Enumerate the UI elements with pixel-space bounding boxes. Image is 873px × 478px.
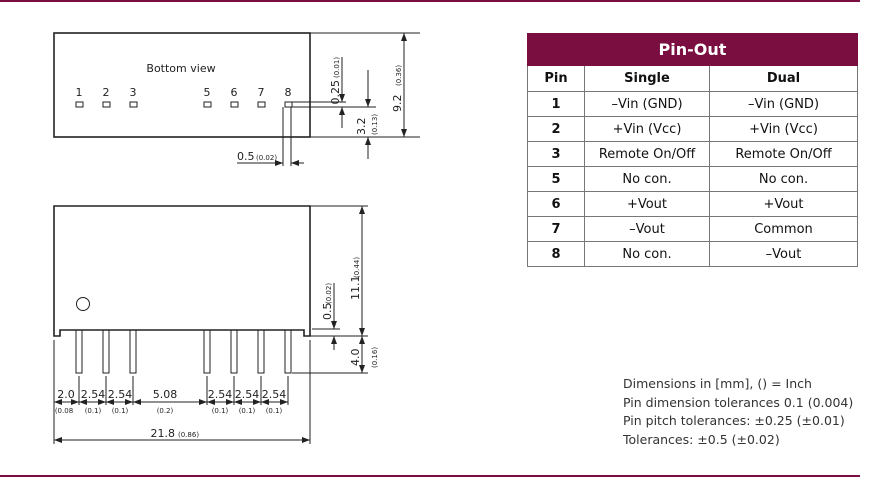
dual-cell: Common [709, 216, 858, 242]
table-row: 1–Vin (GND)–Vin (GND) [527, 91, 858, 117]
dual-cell: –Vout [709, 241, 858, 267]
pin-pads [75, 101, 293, 108]
pin-cell: 6 [527, 191, 585, 217]
svg-text:2.54: 2.54 [235, 388, 260, 401]
note-pitch-tolerance: Pin pitch tolerances: ±0.25 (±0.01) [623, 413, 845, 428]
pin1-marker [76, 297, 90, 311]
dim-total: 21.8 [151, 427, 176, 440]
pin-numbers: 1 2 3 5 6 7 8 [76, 86, 292, 99]
dimension-notes: Dimensions in [mm], () = Inch Pin dimens… [623, 375, 853, 449]
pin-cell: 5 [527, 166, 585, 192]
dim-pin-length: 4.0 [349, 349, 362, 367]
dim-pin-length-inch: (0.16) [371, 347, 379, 368]
dim-pin-offset-inch: (0.01) [333, 57, 341, 78]
pin-cell: 7 [527, 216, 585, 242]
table-row: 6+Vout+Vout [527, 191, 858, 217]
single-cell: No con. [584, 166, 710, 192]
bottom-rule [0, 475, 860, 477]
table-row: 2+Vin (Vcc)+Vin (Vcc) [527, 116, 858, 142]
single-cell: –Vin (GND) [584, 91, 710, 117]
svg-text:5.08: 5.08 [153, 388, 178, 401]
svg-text:(0.1): (0.1) [112, 407, 129, 415]
dim-pin-width: 0.5 [237, 150, 255, 163]
col-header-single: Single [584, 65, 710, 92]
dim-pin-row-inch: (0.13) [371, 114, 379, 135]
dual-cell: No con. [709, 166, 858, 192]
svg-text:5: 5 [204, 86, 211, 99]
dim-height-inch: (0.36) [395, 65, 403, 86]
dual-cell: +Vin (Vcc) [709, 116, 858, 142]
svg-text:2.0: 2.0 [57, 388, 75, 401]
pin-cell: 1 [527, 91, 585, 117]
col-header-dual: Dual [709, 65, 858, 92]
svg-text:1: 1 [76, 86, 83, 99]
note-units: Dimensions in [mm], () = Inch [623, 376, 812, 391]
dim-pin-row: 3.2 [355, 118, 368, 136]
dual-cell: +Vout [709, 191, 858, 217]
dual-cell: Remote On/Off [709, 141, 858, 167]
dim-pin-width-inch: (0.02) [256, 154, 277, 162]
pins [75, 329, 292, 374]
single-cell: –Vout [584, 216, 710, 242]
svg-text:(0.1): (0.1) [85, 407, 102, 415]
dim-standoff-inch: (0.02) [325, 283, 333, 304]
svg-text:6: 6 [231, 86, 238, 99]
dim-body-height-inch: (0.44) [353, 257, 361, 278]
single-cell: +Vout [584, 191, 710, 217]
bottom-view-body [53, 32, 311, 138]
svg-text:2.54: 2.54 [108, 388, 133, 401]
dim-standoff: 0.5 [321, 303, 334, 321]
pin-cell: 3 [527, 141, 585, 167]
dim-pin-offset: 0.25 [329, 80, 342, 105]
note-general-tolerance: Tolerances: ±0.5 (±0.02) [623, 431, 780, 447]
pin-cell: 2 [527, 116, 585, 142]
svg-text:(0.1): (0.1) [239, 407, 256, 415]
svg-text:(0.1): (0.1) [212, 407, 229, 415]
svg-text:2.54: 2.54 [208, 388, 233, 401]
svg-text:2.54: 2.54 [81, 388, 106, 401]
svg-text:3: 3 [130, 86, 137, 99]
pinout-title: Pin-Out [527, 33, 858, 66]
dual-cell: –Vin (GND) [709, 91, 858, 117]
dim-body-height: 11.1 [349, 276, 362, 301]
col-header-pin: Pin [527, 65, 585, 92]
single-cell: No con. [584, 241, 710, 267]
top-rule [0, 0, 860, 2]
svg-text:(0.2): (0.2) [157, 407, 174, 415]
pin-cell: 8 [527, 241, 585, 267]
svg-text:(0.08: (0.08 [55, 407, 73, 415]
svg-text:2: 2 [103, 86, 110, 99]
svg-text:2.54: 2.54 [262, 388, 287, 401]
svg-text:7: 7 [258, 86, 265, 99]
pitch-labels: 2.0 (0.08 2.54 (0.1) 2.54 (0.1) 5.08 (0.2) 2… [55, 388, 286, 415]
bottom-view-label: Bottom view [146, 62, 215, 75]
single-cell: +Vin (Vcc) [584, 116, 710, 142]
dim-height: 9.2 [391, 95, 404, 113]
svg-text:8: 8 [285, 86, 292, 99]
note-pin-tolerance: Pin dimension tolerances 0.1 (0.004) [623, 394, 854, 410]
side-view-body [53, 205, 311, 337]
pinout-table: Pin-Out Pin Single Dual 1–Vin (GND)–Vin … [527, 33, 858, 267]
single-cell: Remote On/Off [584, 141, 710, 167]
svg-text:(0.1): (0.1) [266, 407, 283, 415]
dim-total-inch: (0.86) [178, 431, 199, 439]
